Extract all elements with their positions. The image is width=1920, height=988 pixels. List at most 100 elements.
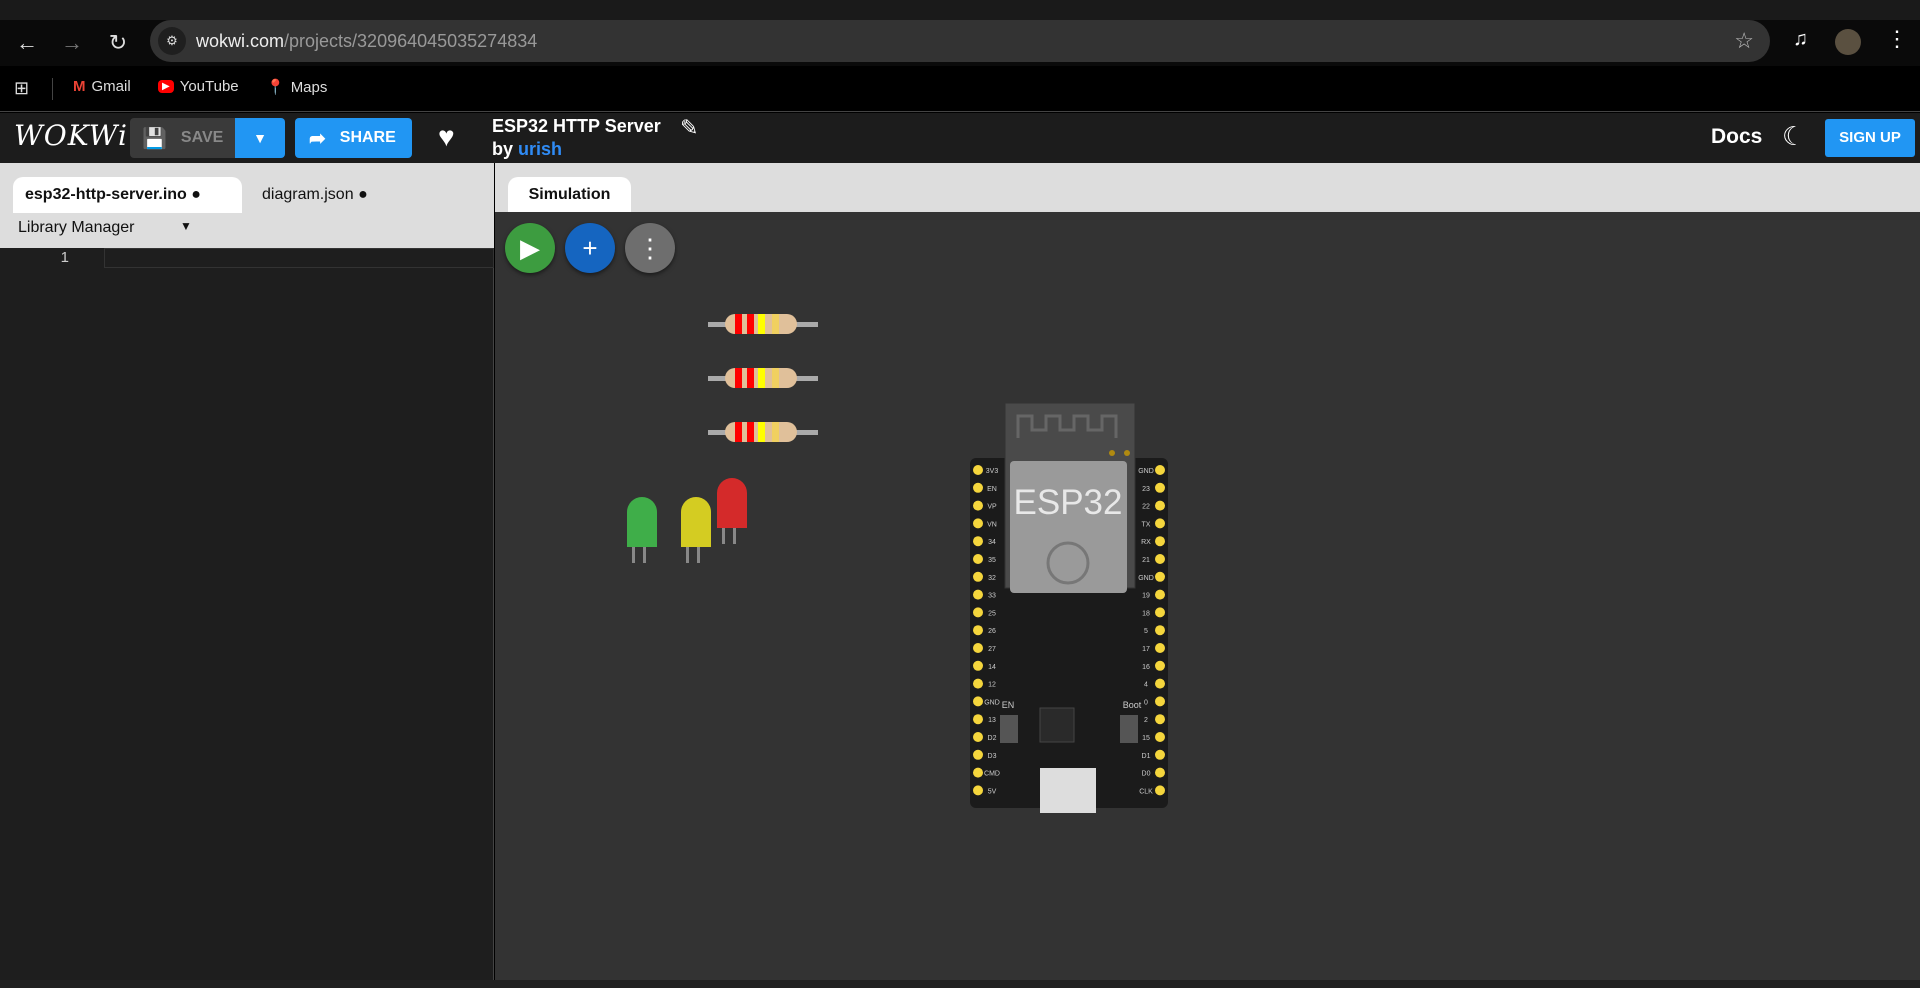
pin-header[interactable] <box>1155 660 1165 671</box>
simulation-tabs: Simulation <box>495 163 1920 212</box>
led[interactable] <box>627 497 657 563</box>
sign-up-button[interactable]: SIGN UP <box>1825 119 1915 157</box>
pin-header[interactable] <box>1155 500 1165 511</box>
pin-header[interactable] <box>973 607 983 618</box>
share-arrow-icon: ➦ <box>309 127 326 150</box>
share-button[interactable]: ➦SHARE <box>295 118 412 158</box>
profile-avatar[interactable] <box>1835 29 1861 55</box>
more-options-button[interactable]: ⋮ <box>625 223 675 273</box>
pin-label: RX <box>1141 539 1151 546</box>
url-text[interactable]: wokwi.com/projects/320964045035274834 <box>196 31 537 52</box>
esp32-module <box>1010 461 1127 593</box>
reload-button[interactable]: ↻ <box>108 30 128 55</box>
pin-header[interactable] <box>973 696 983 707</box>
pin-header[interactable] <box>973 554 983 564</box>
pin-header[interactable] <box>973 625 983 636</box>
pin-header[interactable] <box>1155 767 1165 778</box>
pin-header[interactable] <box>1155 518 1165 529</box>
bookmark-maps[interactable]: 📍Maps <box>266 78 327 97</box>
pin-header[interactable] <box>973 500 983 511</box>
pin-header[interactable] <box>973 767 983 778</box>
pin-header[interactable] <box>1155 607 1165 618</box>
file-tabs: esp32-http-server.ino ● diagram.json ● L… <box>0 163 494 248</box>
pin-header[interactable] <box>973 732 983 742</box>
pin-label: 19 <box>1142 593 1150 600</box>
pin-header[interactable] <box>1155 625 1165 636</box>
pin-header[interactable] <box>973 660 983 671</box>
pin-header[interactable] <box>1155 643 1165 653</box>
dark-mode-moon-icon[interactable]: ☾ <box>1782 121 1806 151</box>
pin-header[interactable] <box>1155 465 1165 475</box>
wokwi-logo[interactable]: WOKWi <box>14 119 128 152</box>
pin-label: 25 <box>988 610 996 617</box>
diagram-canvas[interactable]: ESP32 EN Boot 3V3ENVPVN34353233252627141… <box>495 212 1920 980</box>
pin-header[interactable] <box>973 714 983 725</box>
pin-header[interactable] <box>1155 589 1165 600</box>
tab-diagram-json[interactable]: diagram.json ● <box>250 177 380 213</box>
bookmark-label: YouTube <box>179 78 239 95</box>
docs-link[interactable]: Docs <box>1711 125 1763 148</box>
bookmark-youtube[interactable]: ▶YouTube <box>158 78 239 95</box>
pin-header[interactable] <box>1155 696 1165 707</box>
author-link[interactable]: urish <box>518 139 563 159</box>
pin-header[interactable] <box>973 465 983 475</box>
add-part-button[interactable]: + <box>565 223 615 273</box>
led[interactable] <box>681 497 711 563</box>
library-manager-button[interactable]: Library Manager <box>18 219 135 236</box>
pin-header[interactable] <box>1155 732 1165 742</box>
pin-label: 14 <box>988 664 996 671</box>
pin-header[interactable] <box>1155 554 1165 564</box>
tab-simulation[interactable]: Simulation <box>508 177 631 212</box>
pin-header[interactable] <box>1155 571 1165 582</box>
floppy-disk-icon: 💾 <box>142 127 167 150</box>
pin-header[interactable] <box>1155 749 1165 760</box>
espressif-logo-icon <box>1046 541 1090 585</box>
pin-header[interactable] <box>1155 785 1165 796</box>
pin-header[interactable] <box>1155 678 1165 689</box>
pin-label: 18 <box>1142 610 1150 617</box>
resistor[interactable] <box>708 368 818 388</box>
pin-header[interactable] <box>973 749 983 760</box>
forward-button[interactable]: → <box>61 30 83 55</box>
pin-label: GND <box>1138 468 1154 475</box>
pin-header[interactable] <box>1155 482 1165 493</box>
tab-esp32-http-server-ino[interactable]: esp32-http-server.ino ● <box>13 177 242 213</box>
edit-pencil-icon[interactable]: ✎ <box>680 115 699 140</box>
pin-header[interactable] <box>973 482 983 493</box>
resistor[interactable] <box>708 422 818 442</box>
pin-label: 16 <box>1142 664 1150 671</box>
resistor[interactable] <box>708 314 818 334</box>
bookmark-star-icon[interactable]: ☆ <box>1734 28 1754 53</box>
pin-header[interactable] <box>973 785 983 796</box>
pin-header[interactable] <box>973 571 983 582</box>
maps-pin-icon: 📍 <box>266 79 285 96</box>
pin-header[interactable] <box>1155 536 1165 547</box>
browser-menu-icon[interactable]: ⋮ <box>1886 26 1908 51</box>
address-bar[interactable]: ⚙ wokwi.com/projects/320964045035274834 … <box>150 20 1770 62</box>
pin-header[interactable] <box>973 643 983 653</box>
pin-label: CMD <box>984 771 1000 778</box>
site-info-icon[interactable]: ⚙ <box>158 27 186 55</box>
pin-label: 21 <box>1142 557 1150 564</box>
url-host: wokwi.com <box>196 31 285 51</box>
apps-grid-icon[interactable]: ⊞ <box>14 78 30 98</box>
heart-icon[interactable]: ♥ <box>438 121 455 152</box>
play-icon: ▶ <box>520 233 540 263</box>
save-button[interactable]: 💾 SAVE <box>130 118 235 158</box>
save-label: SAVE <box>180 129 224 146</box>
pin-header[interactable] <box>973 518 983 529</box>
pin-header[interactable] <box>973 536 983 547</box>
more-vertical-icon: ⋮ <box>637 233 663 263</box>
code-line[interactable] <box>104 248 494 268</box>
back-button[interactable]: ← <box>16 30 38 55</box>
pin-header[interactable] <box>973 589 983 600</box>
pin-header[interactable] <box>1155 714 1165 725</box>
save-dropdown-button[interactable]: ▼ <box>235 118 285 158</box>
media-icon[interactable]: ♫ <box>1793 28 1808 50</box>
pin-header[interactable] <box>973 678 983 689</box>
library-manager-caret-icon[interactable]: ▼ <box>180 219 192 233</box>
led[interactable] <box>717 478 747 544</box>
start-simulation-button[interactable]: ▶ <box>505 223 555 273</box>
esp32-board[interactable]: ESP32 EN Boot 3V3ENVPVN34353233252627141… <box>970 402 1168 813</box>
